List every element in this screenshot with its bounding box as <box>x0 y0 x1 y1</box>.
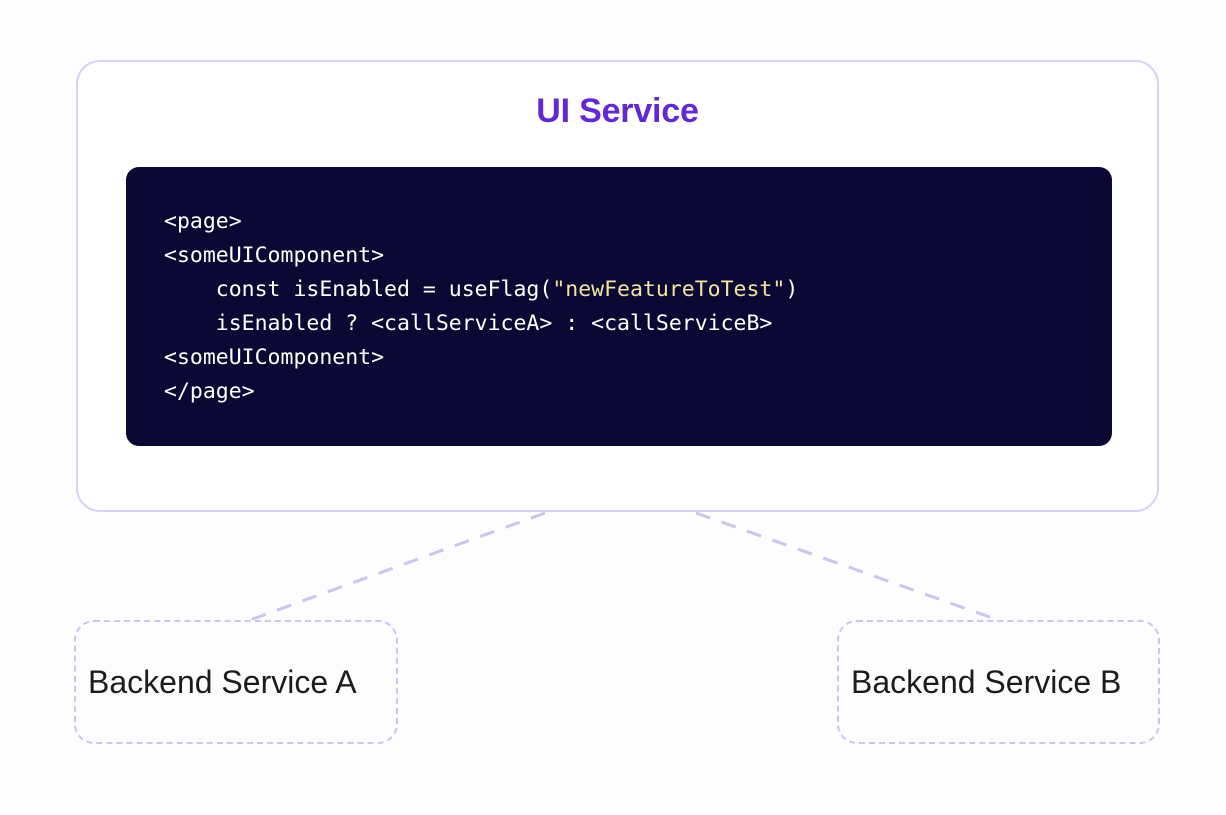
connector-ui-service-to-backend-b <box>695 511 999 622</box>
ui-service-title: UI Service <box>536 92 699 130</box>
backend-service-b-box <box>837 620 1160 744</box>
backend-service-a-label: Backend Service A <box>88 664 357 700</box>
backend-service-a-box <box>74 620 398 744</box>
code-line-3: const isEnabled = useFlag("newFeatureToT… <box>164 273 1112 307</box>
code-line-5: <someUIComponent> <box>164 345 385 370</box>
code-line-4: isEnabled ? <callServiceA> : <callServic… <box>164 311 773 336</box>
code-line-3-suffix: ) <box>785 277 799 302</box>
code-line-3-prefix: const isEnabled = useFlag( <box>164 277 553 302</box>
code-line-6: </page> <box>164 379 255 404</box>
code-line-3-string: "newFeatureToTest" <box>552 277 786 302</box>
code-line-1: <page> <box>164 209 242 234</box>
code-block: <page> <someUIComponent> const isEnabled… <box>126 167 1112 446</box>
code-line-2: <someUIComponent> <box>164 243 385 268</box>
ui-service-container: UI Service <page> <someUIComponent> cons… <box>76 60 1159 512</box>
backend-service-b-label: Backend Service B <box>851 664 1122 700</box>
connector-ui-service-to-backend-a <box>249 511 546 622</box>
